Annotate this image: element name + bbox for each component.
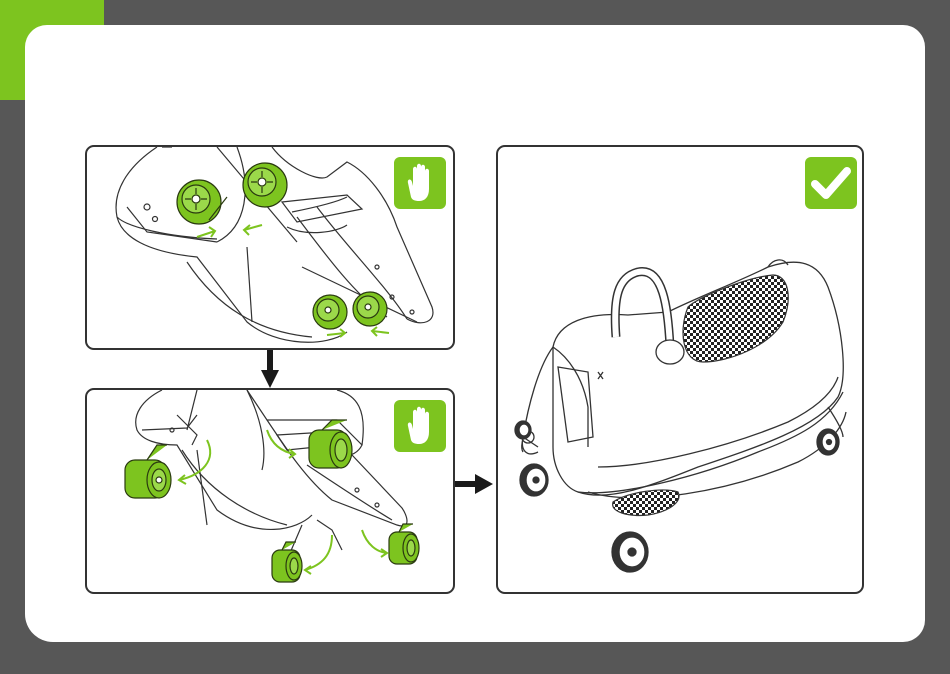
stop-hand-icon	[394, 157, 446, 209]
stop-hand-badge-2	[394, 400, 446, 452]
stop-hand-icon	[394, 400, 446, 452]
panel-remove-wheels	[85, 145, 455, 350]
down-arrow-icon	[260, 350, 280, 390]
panel-assembled-product	[496, 145, 864, 594]
check-badge	[805, 157, 857, 209]
check-icon	[805, 157, 857, 209]
assembled-ride-on-illustration	[498, 147, 864, 594]
panel-fold-wheels	[85, 388, 455, 594]
right-arrow-icon	[455, 472, 495, 496]
stop-hand-badge	[394, 157, 446, 209]
